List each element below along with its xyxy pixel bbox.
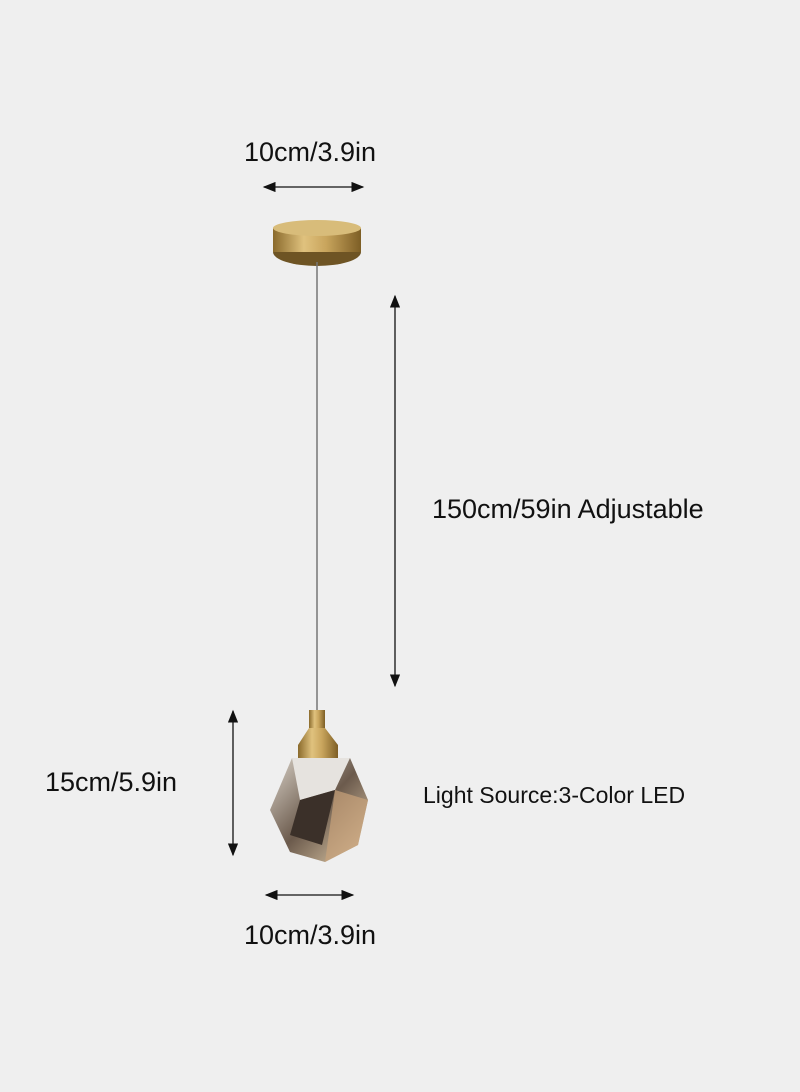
bottom-width-label: 10cm/3.9in: [244, 920, 377, 950]
top-width-label: 10cm/3.9in: [244, 137, 377, 167]
crystal-shade: [270, 758, 368, 862]
cord-length-label: 150cm/59in Adjustable: [432, 494, 704, 524]
light-source-label: Light Source:3-Color LED: [423, 782, 686, 808]
shade-height-label: 15cm/5.9in: [45, 767, 178, 797]
canopy: [273, 220, 361, 266]
socket: [298, 710, 338, 760]
